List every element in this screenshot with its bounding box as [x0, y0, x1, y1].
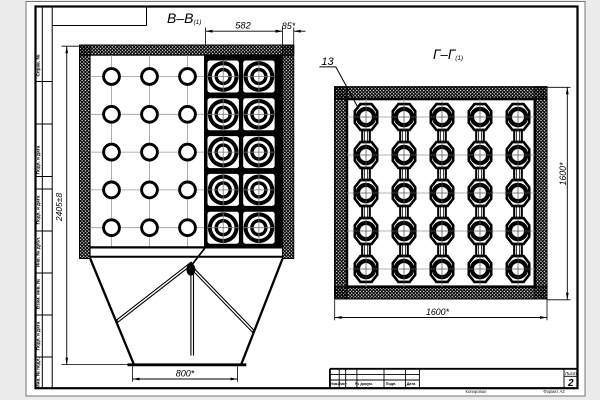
- svg-text:Инв. № дубл.: Инв. № дубл.: [35, 237, 41, 267]
- svg-text:Копировал: Копировал: [466, 389, 488, 394]
- svg-text:Изм.: Изм.: [330, 382, 338, 386]
- svg-text:Формат А3: Формат А3: [543, 389, 565, 394]
- svg-text:Подп. и дата: Подп. и дата: [36, 321, 41, 350]
- svg-text:Справ. №: Справ. №: [36, 55, 41, 77]
- svg-text:В–В(1): В–В(1): [167, 10, 201, 26]
- svg-text:2405±8: 2405±8: [54, 193, 64, 223]
- svg-text:800*: 800*: [176, 369, 195, 379]
- svg-text:Подп. и дата: Подп. и дата: [36, 145, 41, 174]
- svg-text:Подп. и дата: Подп. и дата: [36, 195, 41, 224]
- svg-text:85*: 85*: [282, 21, 296, 31]
- svg-text:Подп.: Подп.: [386, 382, 397, 386]
- svg-text:2: 2: [567, 378, 574, 389]
- svg-text:Лист: Лист: [564, 371, 577, 376]
- svg-text:Инв. № подл.: Инв. № подл.: [36, 357, 41, 387]
- svg-text:№ докум.: № докум.: [355, 382, 373, 386]
- svg-text:1600*: 1600*: [558, 162, 568, 186]
- svg-text:582: 582: [235, 21, 251, 31]
- svg-text:Дата: Дата: [407, 382, 417, 386]
- svg-text:Лист: Лист: [338, 382, 347, 386]
- svg-text:1600*: 1600*: [426, 307, 450, 317]
- svg-text:13: 13: [321, 56, 334, 68]
- svg-text:Взам. инв. №: Взам. инв. №: [36, 279, 41, 309]
